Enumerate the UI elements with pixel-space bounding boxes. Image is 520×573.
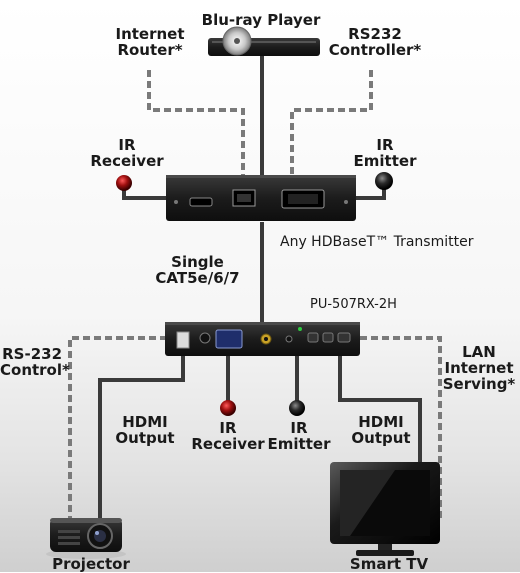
bluray-player-label: Blu-ray Player xyxy=(201,11,321,29)
hdbaset-transmitter-icon xyxy=(166,175,356,221)
ir-emitter-top-label: IR Emitter xyxy=(353,136,417,170)
ir-receiver-bottom-icon xyxy=(220,400,236,416)
receiver-model-label: PU-507RX-2H xyxy=(310,297,397,312)
rs232-controller-label: RS232 Controller* xyxy=(328,25,422,59)
smart-tv-label: Smart TV xyxy=(349,555,429,573)
lan-internet-label: LAN Internet Serving* xyxy=(442,343,516,393)
pu-507rx-2h-receiver-icon xyxy=(165,322,360,356)
lan-dashed-line xyxy=(360,336,442,520)
transmitter-label: Any HDBaseT™ Transmitter xyxy=(280,234,474,250)
hdmi-left-cable xyxy=(98,352,185,522)
ir-receiver-bottom-label: IR Receiver xyxy=(191,419,265,453)
projector-icon xyxy=(46,518,126,559)
cable-type-label: Single CAT5e/6/7 xyxy=(155,253,240,287)
ir-receiver-top-label: IR Receiver xyxy=(90,136,164,170)
internet-router-label: Internet Router* xyxy=(115,25,185,59)
bluray-player-icon xyxy=(208,26,320,56)
projector-label: Projector xyxy=(52,555,130,573)
smart-tv-icon xyxy=(330,462,440,556)
ir-receiver-top-icon xyxy=(116,175,132,191)
hdmi-right-cable xyxy=(338,352,422,468)
hdmi-output-left-label: HDMI Output xyxy=(115,413,175,447)
ir-emitter-bottom-label: IR Emitter xyxy=(267,419,331,453)
rs232-controller-dashed-line xyxy=(290,70,373,188)
ir-emitter-bottom-icon xyxy=(289,400,305,416)
router-dashed-line xyxy=(147,70,245,188)
rs232-control-dashed-line xyxy=(68,336,167,526)
rs232-control-label: RS-232 Control* xyxy=(0,345,70,379)
hdmi-output-right-label: HDMI Output xyxy=(351,413,411,447)
ir-emitter-top-icon xyxy=(375,172,393,190)
